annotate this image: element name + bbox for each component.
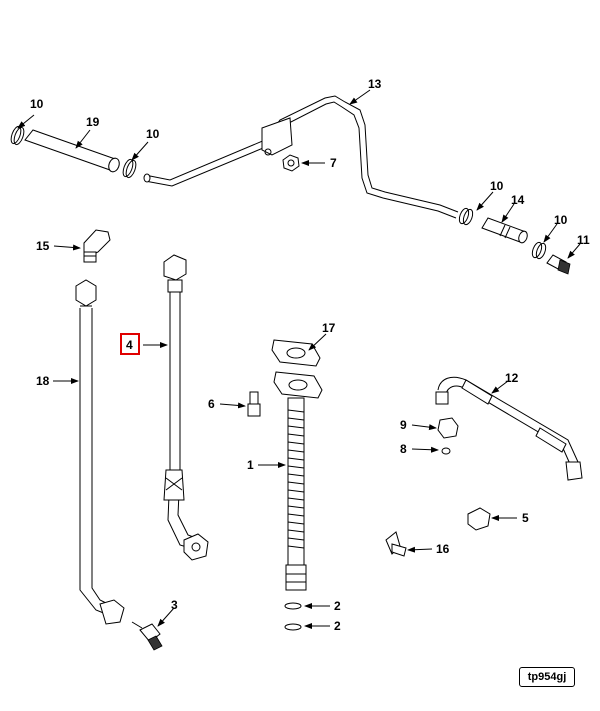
part-7-nut <box>282 154 300 172</box>
figure-id-label: tp954gj <box>519 667 575 687</box>
callout-8: 8 <box>400 442 407 456</box>
part-19-sleeve <box>24 129 120 173</box>
callout-7: 7 <box>330 156 337 170</box>
part-10-clamp-a <box>10 125 25 146</box>
part-15-elbow <box>83 229 111 263</box>
part-10-clamp-d <box>531 241 547 260</box>
callout-2: 2 <box>334 599 341 613</box>
callout-10: 10 <box>554 213 568 227</box>
part-18-tube <box>75 279 125 625</box>
callout-11: 11 <box>577 233 590 247</box>
callout-1: 1 <box>247 458 254 472</box>
callout-17: 17 <box>322 321 336 335</box>
part-11-bolt <box>546 254 571 275</box>
callout-13: 13 <box>368 77 382 91</box>
callout-12: 12 <box>505 371 519 385</box>
callout-14: 14 <box>511 193 525 207</box>
callout-2: 2 <box>334 619 341 633</box>
part-16-elbow <box>385 531 407 557</box>
part-14-sleeve <box>481 217 528 244</box>
leader-lines <box>17 89 581 629</box>
part-9-fitting <box>437 417 459 439</box>
callout-3: 3 <box>171 598 178 612</box>
part-2-oring-a <box>284 602 302 610</box>
callout-labels: 10 19 10 13 7 10 14 10 11 15 18 4 3 17 6… <box>30 77 590 633</box>
part-13-tube <box>143 95 459 219</box>
callout-4: 4 <box>126 338 133 352</box>
part-10-clamp-c <box>458 207 474 226</box>
callout-10: 10 <box>30 97 44 111</box>
callout-10: 10 <box>490 179 504 193</box>
callout-6: 6 <box>208 397 215 411</box>
callout-15: 15 <box>36 239 50 253</box>
part-1-flex-pipe <box>273 371 323 591</box>
part-4-hose <box>163 254 209 561</box>
part-5-connector <box>467 507 491 531</box>
part-17-gasket <box>271 339 321 367</box>
part-12-hose <box>435 376 583 481</box>
part-3-fitting <box>131 621 163 651</box>
part-6-stud <box>247 391 261 417</box>
callout-4-highlight-box <box>120 333 140 355</box>
part-10-clamp-b <box>122 158 137 179</box>
part-2-oring-b <box>284 623 302 631</box>
callout-9: 9 <box>400 418 407 432</box>
callout-10: 10 <box>146 127 160 141</box>
callout-19: 19 <box>86 115 100 129</box>
part-8-oring <box>441 447 451 455</box>
callout-18: 18 <box>36 374 50 388</box>
callout-16: 16 <box>436 542 450 556</box>
callout-5: 5 <box>522 511 529 525</box>
